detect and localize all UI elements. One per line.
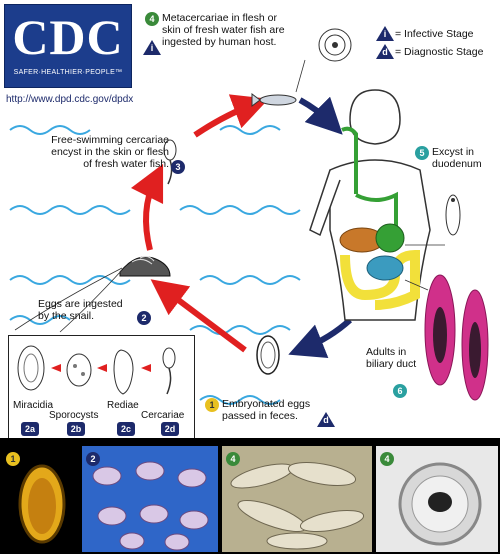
diagnostic-stage-symbol: d [376, 44, 394, 59]
photo-badge-4a: 4 [226, 452, 240, 466]
wave [199, 275, 301, 285]
step-5-badge: 5 [415, 146, 429, 160]
photo-metacercaria [376, 446, 498, 552]
wave [219, 125, 281, 135]
photo-strip: 1 2 4 4 [0, 438, 500, 554]
fish-icon [251, 59, 306, 107]
stage-code-2b: 2b [67, 422, 85, 436]
photo-snails [82, 446, 218, 552]
step-1-diagnostic-symbol: d [317, 412, 335, 427]
sporocyst-icon [66, 353, 92, 387]
wave [9, 315, 71, 325]
photo-badge-1: 1 [6, 452, 20, 466]
stage-code-2d: 2d [161, 422, 179, 436]
snail-stages-illustration [17, 345, 176, 395]
arrow-eggs-to-snail [150, 279, 247, 353]
step-2-badge: 2 [137, 311, 151, 325]
redia-icon [113, 349, 134, 395]
photo-fish [222, 446, 372, 552]
egg-icon [256, 335, 280, 375]
step-6-text: Adults in biliary duct [366, 346, 417, 370]
esophagus [341, 126, 358, 194]
photo-badge-2: 2 [86, 452, 100, 466]
small-intestine [366, 255, 404, 281]
step-2-text: Eggs are ingested by the snail. [38, 298, 123, 322]
stage-label-sporocysts: Sporocysts [49, 410, 99, 421]
cdc-tagline: SAFER·HEALTHIER·PEOPLE™ [13, 69, 123, 76]
cercaria-icon [163, 139, 177, 185]
cdc-logo: CDC SAFER·HEALTHIER·PEOPLE™ [4, 4, 132, 88]
step-6-badge: 6 [393, 384, 407, 398]
leader-line [59, 269, 123, 333]
step-3-badge: 3 [171, 160, 185, 174]
diagnostic-stage-label: = Diagnostic Stage [395, 46, 484, 58]
stage-code-2a: 2a [21, 422, 39, 436]
photo-egg [2, 446, 78, 552]
stomach [375, 223, 405, 253]
step-4-text: Metacercariae in flesh or skin of fresh … [162, 12, 285, 48]
snail-stages-box: Miracidia Sporocysts Rediae Cercariae 2a… [8, 335, 195, 439]
wave [189, 325, 291, 335]
step-1-badge: 1 [205, 398, 219, 412]
adult-worm-icon [424, 274, 456, 386]
adult-worm-icon [461, 289, 489, 401]
miracidium-icon [17, 345, 45, 391]
wave [9, 205, 131, 215]
arrow-fish-to-human [298, 96, 343, 135]
metacercaria-icon [318, 28, 352, 62]
leader-line [14, 267, 123, 331]
bile-duct [355, 191, 398, 235]
stage-label-cercariae: Cercariae [141, 410, 185, 421]
step-4-infective-symbol: i [143, 40, 161, 55]
step-4-badge: 4 [145, 12, 159, 26]
cercaria-stage-icon [162, 347, 176, 369]
arrow-human-to-eggs [288, 317, 353, 359]
wave [9, 275, 131, 285]
arrow-snail-to-cercariae [130, 163, 164, 251]
arrow-cercariae-to-fish [193, 94, 269, 138]
step-5-text: Excyst in duodenum [432, 146, 482, 170]
cdc-logo-text: CDC [12, 9, 124, 65]
step-1-text: Embryonated eggs passed in feces. [222, 398, 311, 422]
water-waves [9, 125, 301, 405]
wave [9, 125, 91, 135]
cycle-illustration [9, 28, 489, 405]
stage-code-2c: 2c [117, 422, 135, 436]
wave [179, 205, 301, 215]
step-3-text: Free-swimming cercariae encyst in the sk… [51, 134, 169, 170]
infective-stage-symbol: i [376, 26, 394, 41]
infective-stage-label: = Infective Stage [395, 28, 474, 40]
excysted-fluke-icon [445, 194, 461, 236]
wave [199, 395, 281, 405]
snail-icon [119, 256, 171, 277]
photo-badge-4b: 4 [380, 452, 394, 466]
source-url[interactable]: http://www.dpd.cdc.gov/dpdx [6, 94, 134, 105]
leader-line [404, 279, 429, 291]
stage-label-miracidia: Miracidia [13, 400, 54, 411]
stage-label-rediae: Rediae [107, 400, 139, 411]
